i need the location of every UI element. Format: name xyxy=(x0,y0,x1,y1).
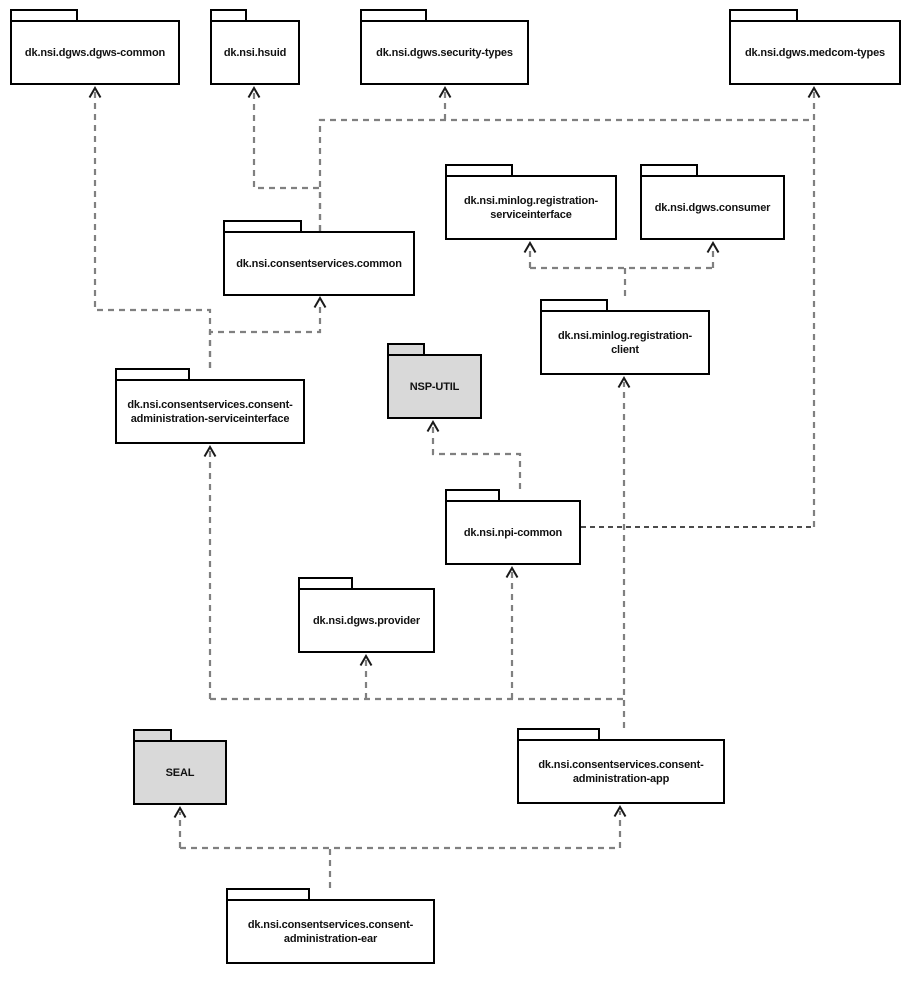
package-label: NSP-UTIL xyxy=(409,380,460,393)
package-label: dk.nsi.minlog.registration-client xyxy=(557,329,693,356)
package-tab xyxy=(226,888,310,899)
package-consent-administration-ear[interactable]: dk.nsi.consentservices.consent-administr… xyxy=(226,888,435,964)
edge-adminsi-to-dgwscommon xyxy=(93,92,212,368)
arrowhead xyxy=(438,86,452,99)
package-label: dk.nsi.hsuid xyxy=(223,46,287,59)
package-hsuid[interactable]: dk.nsi.hsuid xyxy=(210,9,300,85)
edge-regclient-to-regsi-consumer xyxy=(528,247,715,299)
package-tab xyxy=(445,164,513,175)
arrowhead xyxy=(203,445,217,458)
package-label: dk.nsi.consentservices.consent-administr… xyxy=(247,918,414,945)
arrowhead xyxy=(173,806,187,819)
package-tab xyxy=(540,299,608,310)
arrowhead xyxy=(359,654,373,667)
package-dgws-common[interactable]: dk.nsi.dgws.dgws-common xyxy=(10,9,180,85)
package-label: dk.nsi.dgws.security-types xyxy=(376,46,513,59)
package-tab xyxy=(115,368,190,379)
package-tab xyxy=(133,729,172,740)
arrowhead xyxy=(807,86,821,99)
package-tab xyxy=(729,9,798,20)
package-dgws-consumer[interactable]: dk.nsi.dgws.consumer xyxy=(640,164,785,240)
package-medcom-types[interactable]: dk.nsi.dgws.medcom-types xyxy=(729,9,901,85)
package-tab xyxy=(517,728,600,739)
arrowhead xyxy=(313,296,327,309)
package-security-types[interactable]: dk.nsi.dgws.security-types xyxy=(360,9,529,85)
package-tab xyxy=(10,9,78,20)
package-consent-administration-serviceinterface[interactable]: dk.nsi.consentservices.consent-administr… xyxy=(115,368,305,444)
package-tab xyxy=(298,577,353,588)
arrowhead xyxy=(617,376,631,389)
package-tab xyxy=(210,9,247,20)
package-tab xyxy=(640,164,698,175)
package-label: dk.nsi.dgws.provider xyxy=(312,614,421,627)
package-minlog-registration-client[interactable]: dk.nsi.minlog.registration-client xyxy=(540,299,710,375)
package-consentservices-common[interactable]: dk.nsi.consentservices.common xyxy=(223,220,415,296)
arrowhead xyxy=(613,805,627,818)
package-label: dk.nsi.dgws.medcom-types xyxy=(744,46,886,59)
package-tab xyxy=(445,489,500,500)
package-nsp-util[interactable]: NSP-UTIL xyxy=(387,343,482,419)
arrowhead xyxy=(88,86,102,99)
package-label: dk.nsi.consentservices.common xyxy=(236,257,402,270)
package-npi-common[interactable]: dk.nsi.npi-common xyxy=(445,489,581,565)
package-label: SEAL xyxy=(165,766,195,779)
package-label: dk.nsi.consentservices.consent-administr… xyxy=(538,758,704,785)
edge-common-to-hsuid xyxy=(252,92,322,231)
arrowhead xyxy=(426,420,440,433)
arrowhead xyxy=(505,566,519,579)
package-tab xyxy=(223,220,302,231)
package-consent-administration-app[interactable]: dk.nsi.consentservices.consent-administr… xyxy=(517,728,725,804)
arrowhead xyxy=(523,241,537,254)
arrowhead xyxy=(247,86,261,99)
package-label: dk.nsi.dgws.dgws-common xyxy=(24,46,166,59)
arrowhead xyxy=(706,241,720,254)
edge-adminsi-to-common xyxy=(208,302,322,368)
dependency-arrowheads xyxy=(88,86,821,819)
package-dgws-provider[interactable]: dk.nsi.dgws.provider xyxy=(298,577,435,653)
edge-common-to-medcom-run xyxy=(318,118,814,231)
package-tab xyxy=(387,343,425,354)
package-tab xyxy=(360,9,427,20)
edge-ear-branches xyxy=(178,811,622,888)
package-label: dk.nsi.minlog.registration-serviceinterf… xyxy=(463,194,599,221)
package-seal[interactable]: SEAL xyxy=(133,729,227,805)
edge-app-branches xyxy=(208,451,624,701)
package-label: dk.nsi.npi-common xyxy=(463,526,563,539)
edge-npicommon-to-nsputil xyxy=(431,426,522,489)
package-minlog-registration-serviceinterface[interactable]: dk.nsi.minlog.registration-serviceinterf… xyxy=(445,164,617,240)
package-label: dk.nsi.consentservices.consent-administr… xyxy=(127,398,293,425)
package-label: dk.nsi.dgws.consumer xyxy=(654,201,771,214)
